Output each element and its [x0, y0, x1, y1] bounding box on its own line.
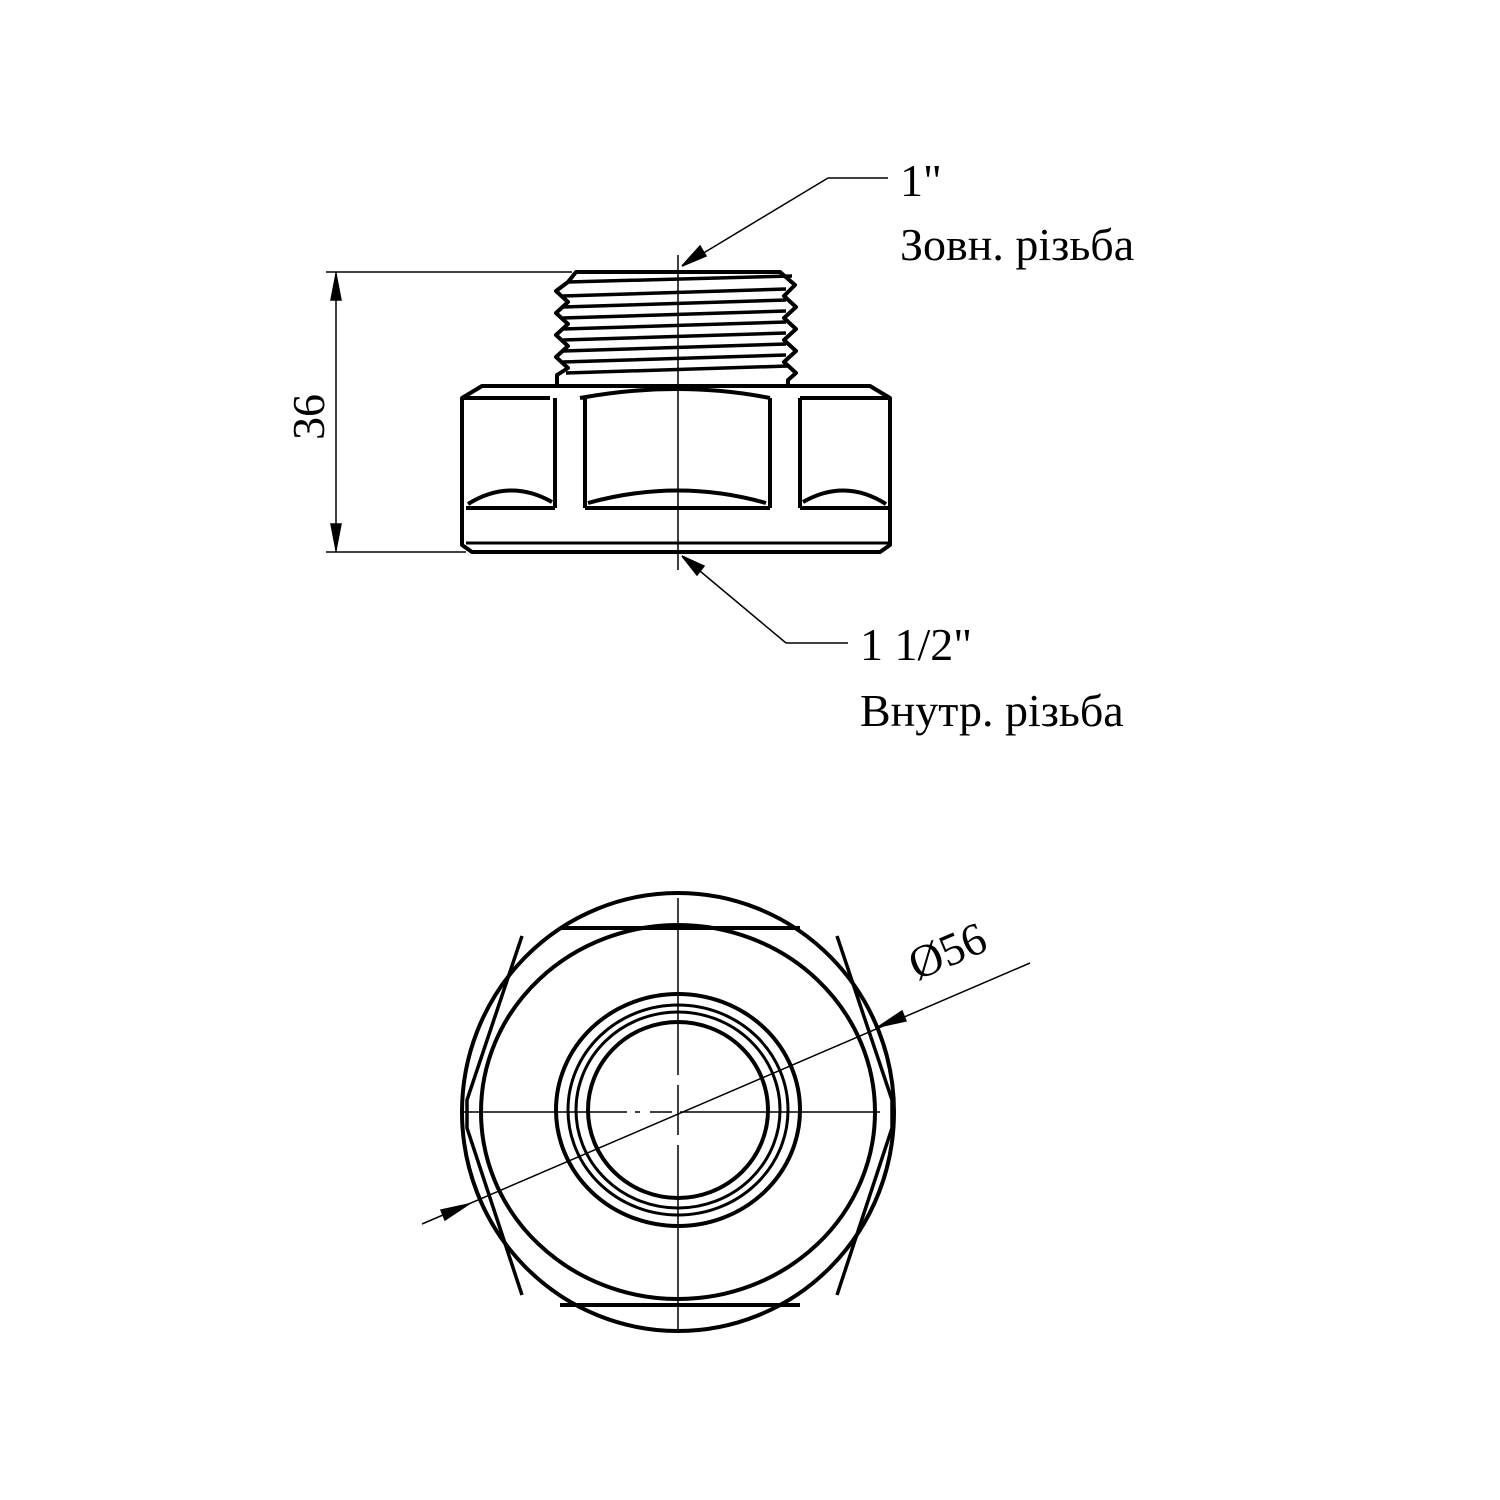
hex-body	[460, 384, 892, 554]
height-dimension	[326, 271, 572, 553]
height-dimension-value: 36	[283, 394, 334, 440]
outer-thread-label: Зовн. різьба	[900, 219, 1135, 270]
external-thread	[554, 270, 798, 388]
hex-flats	[560, 926, 800, 1307]
outer-thread-size: 1"	[900, 155, 942, 206]
diameter-dimension	[421, 962, 1031, 1225]
end-view	[460, 891, 896, 1333]
inner-thread-leader	[681, 555, 848, 644]
inner-thread-label: Внутр. різьба	[860, 685, 1124, 736]
side-view	[460, 255, 892, 570]
center-lines	[462, 898, 895, 1330]
hex-edges	[465, 935, 894, 1296]
outer-thread-leader	[681, 177, 888, 267]
inner-thread-size: 1 1/2"	[860, 619, 973, 670]
